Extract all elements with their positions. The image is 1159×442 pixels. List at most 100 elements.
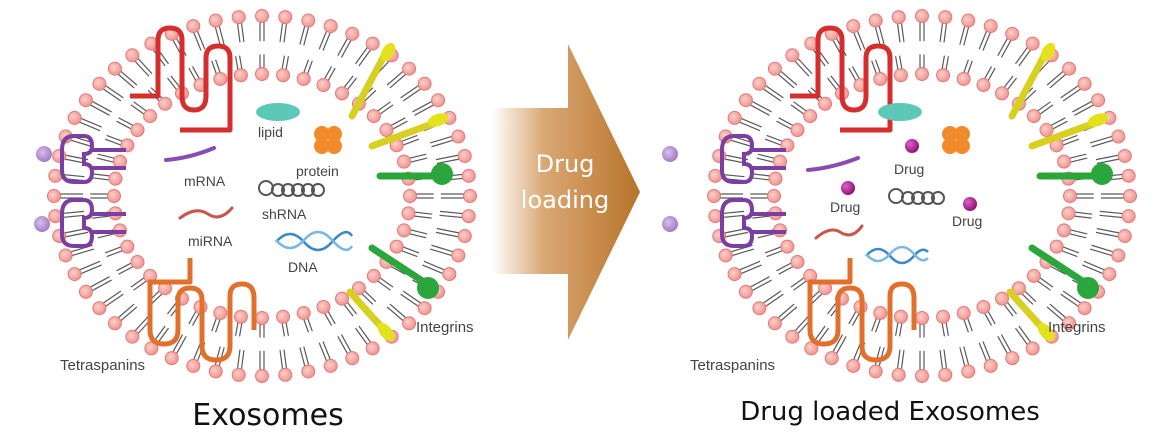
lipid-head bbox=[67, 267, 82, 282]
lipid-head bbox=[231, 367, 246, 382]
lipid-head bbox=[708, 209, 723, 224]
lipid-head bbox=[1077, 301, 1092, 316]
lipid-head bbox=[78, 284, 93, 299]
lipid-head bbox=[1062, 316, 1077, 331]
lipid-head bbox=[738, 93, 753, 108]
drug-loading-arrow: Drug loading bbox=[492, 44, 640, 340]
mrna-icon bbox=[806, 156, 860, 172]
lipid-head bbox=[107, 316, 122, 331]
lipid-head bbox=[417, 301, 432, 316]
lipid-head bbox=[403, 189, 417, 203]
lipid-head bbox=[255, 9, 269, 23]
lipid-head bbox=[233, 309, 248, 324]
lipid-head bbox=[767, 189, 781, 203]
lipid-head bbox=[431, 93, 446, 108]
lipid-head bbox=[938, 10, 953, 25]
ligand-icon bbox=[662, 216, 678, 232]
lipid-head bbox=[213, 71, 228, 86]
lipid-head bbox=[915, 9, 929, 23]
mirna-icon bbox=[814, 224, 864, 240]
lipid-head bbox=[956, 71, 971, 86]
lipid-head bbox=[718, 248, 733, 263]
lipid-head bbox=[790, 254, 805, 269]
lipid-head bbox=[208, 13, 223, 28]
lipid-head bbox=[397, 223, 412, 238]
drug-label: Drug bbox=[894, 161, 924, 177]
lipid-head bbox=[752, 76, 767, 91]
lipid-head bbox=[125, 48, 140, 63]
lipid-head bbox=[208, 364, 223, 379]
protein-cluster-icon bbox=[314, 126, 342, 154]
lipid-head bbox=[1117, 148, 1132, 163]
lipid-head bbox=[48, 209, 63, 224]
lipid-head bbox=[1062, 61, 1077, 76]
lipid-head bbox=[316, 78, 331, 93]
lipid-head bbox=[1117, 229, 1132, 244]
lipid-head bbox=[125, 329, 140, 344]
integrin-green-icon bbox=[368, 163, 453, 299]
lipid-head bbox=[463, 189, 477, 203]
lipid-head bbox=[1026, 109, 1041, 124]
lipid-head bbox=[1121, 209, 1136, 224]
lipid-head bbox=[351, 281, 366, 296]
lipid-head bbox=[976, 299, 991, 314]
lipid-head bbox=[893, 68, 908, 83]
lipid-head bbox=[107, 61, 122, 76]
lipid-head bbox=[767, 316, 782, 331]
lipid-head bbox=[402, 316, 417, 331]
lipid-head bbox=[401, 206, 416, 221]
lipid-head bbox=[255, 311, 269, 325]
lipid-head bbox=[345, 351, 360, 366]
lipid-head bbox=[379, 123, 394, 138]
lipid-head bbox=[92, 301, 107, 316]
lipid-bilayer-membrane-icon bbox=[47, 9, 477, 383]
lipid-head bbox=[451, 129, 466, 144]
lipid-head bbox=[936, 68, 951, 83]
lipid-head bbox=[301, 364, 316, 379]
lipid-head bbox=[873, 306, 888, 321]
lipid-head bbox=[785, 329, 800, 344]
lipid-head bbox=[231, 10, 246, 25]
lipid-head bbox=[276, 68, 291, 83]
integrins-label: Integrins bbox=[1048, 319, 1106, 336]
integrin-green-icon bbox=[1028, 163, 1113, 299]
lipid-head bbox=[995, 291, 1010, 306]
lipid-head bbox=[120, 239, 135, 254]
lipid-head bbox=[164, 351, 179, 366]
integrins-label: Integrins bbox=[416, 319, 474, 336]
lipid-head bbox=[296, 306, 311, 321]
lipid-head bbox=[278, 367, 293, 382]
lipid-head bbox=[1026, 268, 1041, 283]
lipid-head bbox=[457, 229, 472, 244]
lipid-head bbox=[107, 189, 121, 203]
lipid-head bbox=[983, 19, 998, 34]
mrna-icon bbox=[164, 146, 216, 162]
lipid-head bbox=[67, 110, 82, 125]
lipid-head bbox=[707, 189, 721, 203]
lipid-head bbox=[727, 267, 742, 282]
lipid-head bbox=[213, 306, 228, 321]
lipid-head bbox=[1123, 189, 1137, 203]
lipid-head bbox=[316, 299, 331, 314]
lipid-head bbox=[780, 239, 795, 254]
lipid-head bbox=[233, 68, 248, 83]
lipid-head bbox=[727, 110, 742, 125]
integrin-yellow-icon bbox=[1006, 288, 1055, 342]
lipid-head bbox=[143, 109, 158, 124]
lipid-head bbox=[366, 109, 381, 124]
lipid-head bbox=[915, 67, 929, 81]
lipid-head bbox=[323, 358, 338, 373]
lipid-head bbox=[915, 311, 929, 325]
lipid-head bbox=[1011, 281, 1026, 296]
exosomes-caption: Exosomes bbox=[192, 398, 343, 433]
lipid-head bbox=[389, 239, 404, 254]
lipid-head bbox=[961, 364, 976, 379]
lipid-head bbox=[785, 48, 800, 63]
lipid-bilayer-membrane-icon bbox=[707, 9, 1137, 383]
lipid-head bbox=[451, 248, 466, 263]
dna-label: DNA bbox=[288, 259, 318, 275]
lipid-head bbox=[1057, 154, 1072, 169]
lipid-head bbox=[1061, 206, 1076, 221]
lipid-head bbox=[891, 367, 906, 382]
lipid-head bbox=[1025, 36, 1040, 51]
